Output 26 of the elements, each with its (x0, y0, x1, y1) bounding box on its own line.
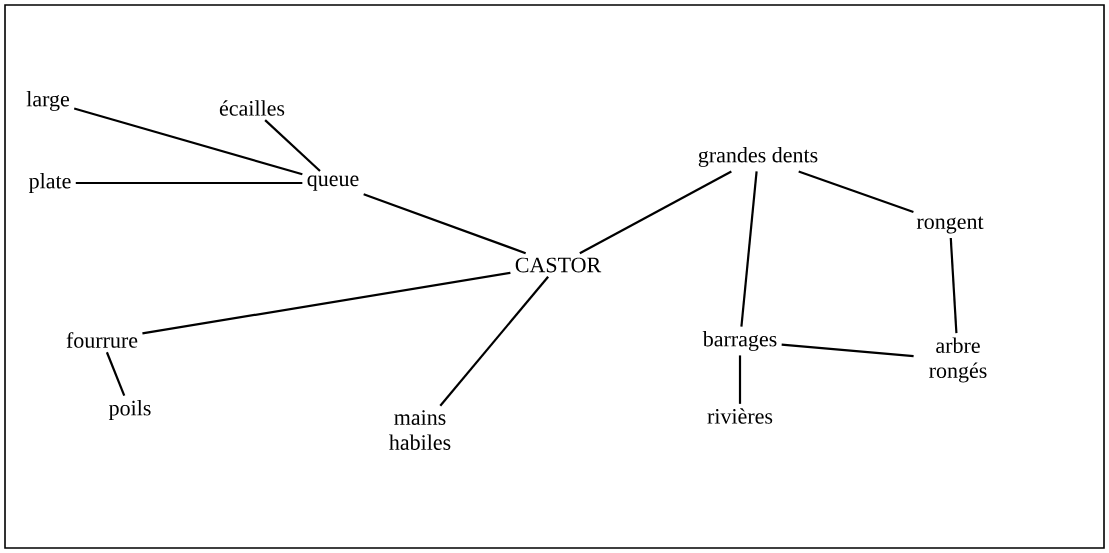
connector-line (264, 119, 321, 172)
connector-line (579, 170, 732, 255)
connector-line (105, 351, 126, 397)
connector-line (740, 171, 758, 327)
connector-line (363, 193, 527, 255)
connector-line (798, 170, 914, 214)
concept-label: barrages (702, 331, 777, 351)
concept-label: large (26, 91, 70, 111)
concept-label: rongent (916, 216, 984, 234)
concept-label: grandes dents (698, 147, 818, 167)
connector-line (949, 237, 958, 334)
connector-line (73, 107, 303, 176)
concept-label: poils (108, 400, 151, 420)
concept-label: plate (28, 173, 71, 193)
concept-label: queue (307, 175, 359, 191)
connector-line (738, 355, 742, 404)
connector-line (781, 343, 914, 358)
concept-label: rivières (707, 408, 773, 424)
connector-line (439, 276, 549, 407)
concept-label: mains habiles (389, 410, 451, 450)
concept-label: fourrure (66, 332, 138, 348)
connector-line (142, 271, 511, 335)
concept-label: arbre rongés (929, 337, 987, 383)
connector-line (75, 181, 303, 185)
concept-label: CASTOR (515, 257, 602, 273)
concept-label: écailles (219, 100, 285, 116)
